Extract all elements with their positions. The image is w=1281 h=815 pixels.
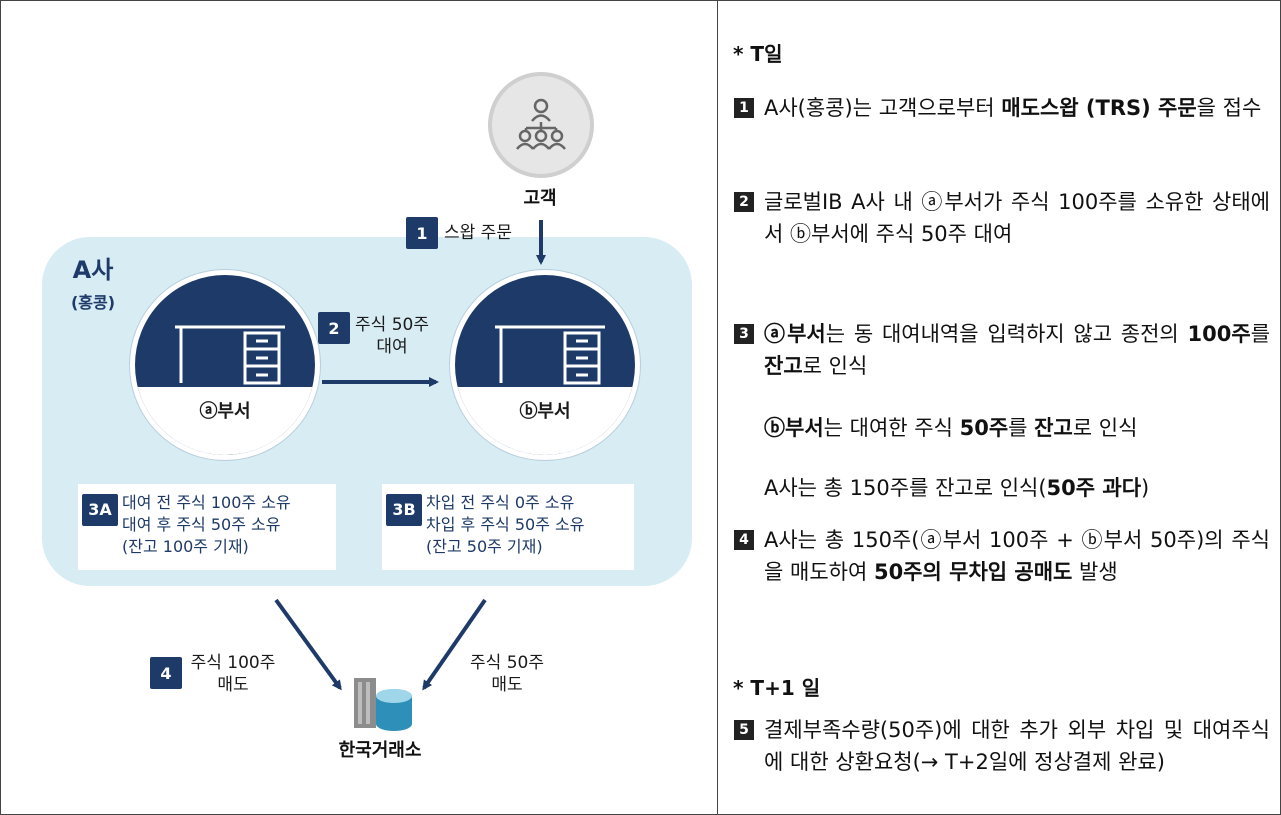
item-4-bold: 50주의 무차입 공매도 xyxy=(873,560,1073,584)
item-1-bold: 매도스왑 (TRS) 주문 xyxy=(1001,96,1197,120)
step2-label: 주식 50주 대여 xyxy=(352,314,432,358)
item-4-text-1: A사는 총 150주(ⓐ부서 100주 + ⓑ부서 50주)의 주식을 매도하여 xyxy=(764,528,1270,584)
box-3a-line2: 대여 후 주식 50주 소유 xyxy=(122,515,281,534)
flow-arrows xyxy=(274,220,546,691)
step4-label-line2: 매도 xyxy=(217,675,249,695)
customer-label: 고객 xyxy=(523,188,557,209)
para-total-text-1: A사는 총 150주를 잔고로 인식( xyxy=(764,476,1047,500)
box-3a-line1: 대여 전 주식 100주 소유 xyxy=(122,493,291,512)
item-2-text: 글로벌IB A사 내 ⓐ부서가 주식 100주를 소유한 상태에서 ⓑ부서에 주… xyxy=(764,190,1270,246)
exchange-server-icon xyxy=(354,678,412,731)
arrow-a-to-exchange xyxy=(274,598,342,691)
item-4-number: 4 xyxy=(734,530,754,550)
item-1-text-end: 을 접수 xyxy=(1196,96,1262,120)
department-b: ⓑ부서 xyxy=(450,270,640,460)
para-dept-b: ⓑ부서는 대여한 주식 50주를 잔고로 인식 xyxy=(764,412,1137,444)
item-4: 4 A사는 총 150주(ⓐ부서 100주 + ⓑ부서 50주)의 주식을 매도… xyxy=(730,524,1270,588)
step3a-badge: 3A xyxy=(82,494,118,526)
item-5-number: 5 xyxy=(734,720,754,740)
item-2: 2 글로벌IB A사 내 ⓐ부서가 주식 100주를 소유한 상태에서 ⓑ부서에… xyxy=(730,186,1270,250)
item-3-text-2: 를 xyxy=(1250,322,1271,346)
box-3b-line3: (잔고 50주 기재) xyxy=(426,537,543,556)
item-3: 3 ⓐ부서는 동 대여내역을 입력하지 않고 종전의 100주를 잔고로 인식 xyxy=(730,318,1270,382)
box-3a: 3A 대여 전 주식 100주 소유 대여 후 주식 50주 소유 (잔고 10… xyxy=(78,484,336,570)
item-1: 1 A사(홍콩)는 고객으로부터 매도스왑 (TRS) 주문을 접수 xyxy=(730,92,1270,124)
item-2-number: 2 xyxy=(734,192,754,212)
item-3-bold-balance: 잔고 xyxy=(764,354,803,378)
department-b-label: ⓑ부서 xyxy=(519,401,571,422)
para-total-text-2: ) xyxy=(1141,476,1150,500)
box-3b-line2: 차입 후 주식 50주 소유 xyxy=(426,515,585,534)
department-a-label: ⓐ부서 xyxy=(199,401,251,422)
step1-label: 스왑 주문 xyxy=(444,223,512,243)
item-3-text-3: 로 인식 xyxy=(802,354,868,378)
column-divider xyxy=(717,0,718,815)
desk-icon xyxy=(495,325,605,385)
step4b-label-line1: 주식 50주 xyxy=(470,653,544,673)
desk-icon xyxy=(175,325,285,385)
para-b-text-2: 를 xyxy=(1008,416,1035,440)
t-day-heading: * T일 xyxy=(733,42,783,66)
company-sub: (홍콩) xyxy=(70,293,116,312)
item-1-text: A사(홍콩)는 고객으로부터 xyxy=(764,96,1002,120)
exchange-label: 한국거래소 xyxy=(338,740,422,761)
item-4-text-2: 발생 xyxy=(1072,560,1118,584)
arrow-b-to-exchange xyxy=(422,598,487,691)
item-5: 5 결제부족수량(50주)에 대한 추가 외부 차입 및 대여주식에 대한 상환… xyxy=(730,714,1270,778)
item-3-text-1: 는 동 대여내역을 입력하지 않고 종전의 xyxy=(825,322,1188,346)
department-a: ⓐ부서 xyxy=(130,270,320,460)
company-label: A사 (홍콩) xyxy=(62,250,124,313)
para-total: A사는 총 150주를 잔고로 인식(50주 과다) xyxy=(764,472,1149,504)
customer-group-icon xyxy=(488,72,594,178)
step4-badge: 4 xyxy=(150,657,182,689)
item-3-bold-a: ⓐ부서 xyxy=(764,322,826,346)
step3b-badge: 3B xyxy=(386,494,422,526)
step4b-label: 주식 50주 매도 xyxy=(462,652,552,696)
company-name: A사 xyxy=(72,256,114,284)
para-b-bold-balance: 잔고 xyxy=(1034,416,1073,440)
t1-day-heading: * T+1 일 xyxy=(733,676,821,700)
para-b-text-1: 는 대여한 주식 xyxy=(823,416,960,440)
box-3a-line3: (잔고 100주 기재) xyxy=(122,537,249,556)
item-3-bold-100: 100주 xyxy=(1187,322,1251,346)
flow-diagram: A사 (홍콩) 고객 1 스왑 주문 2 xyxy=(42,72,692,761)
step1-badge: 1 xyxy=(406,217,438,249)
step4-label: 주식 100주 매도 xyxy=(186,652,280,696)
step4-label-line1: 주식 100주 xyxy=(190,653,276,673)
para-b-bold-dept: ⓑ부서 xyxy=(764,416,824,440)
para-total-bold: 50주 과다 xyxy=(1046,476,1142,500)
step4b-label-line2: 매도 xyxy=(491,675,523,695)
item-3-number: 3 xyxy=(734,324,754,344)
step2-label-line1: 주식 50주 xyxy=(355,315,429,335)
step2-label-line2: 대여 xyxy=(376,337,408,357)
item-1-number: 1 xyxy=(734,98,754,118)
para-b-bold-50: 50주 xyxy=(959,416,1009,440)
step2-badge: 2 xyxy=(318,312,350,344)
box-3b: 3B 차입 전 주식 0주 소유 차입 후 주식 50주 소유 (잔고 50주 … xyxy=(382,484,634,570)
box-3b-line1: 차입 전 주식 0주 소유 xyxy=(426,493,575,512)
para-b-text-3: 로 인식 xyxy=(1072,416,1138,440)
item-5-text: 결제부족수량(50주)에 대한 추가 외부 차입 및 대여주식에 대한 상환요청… xyxy=(764,718,1270,774)
